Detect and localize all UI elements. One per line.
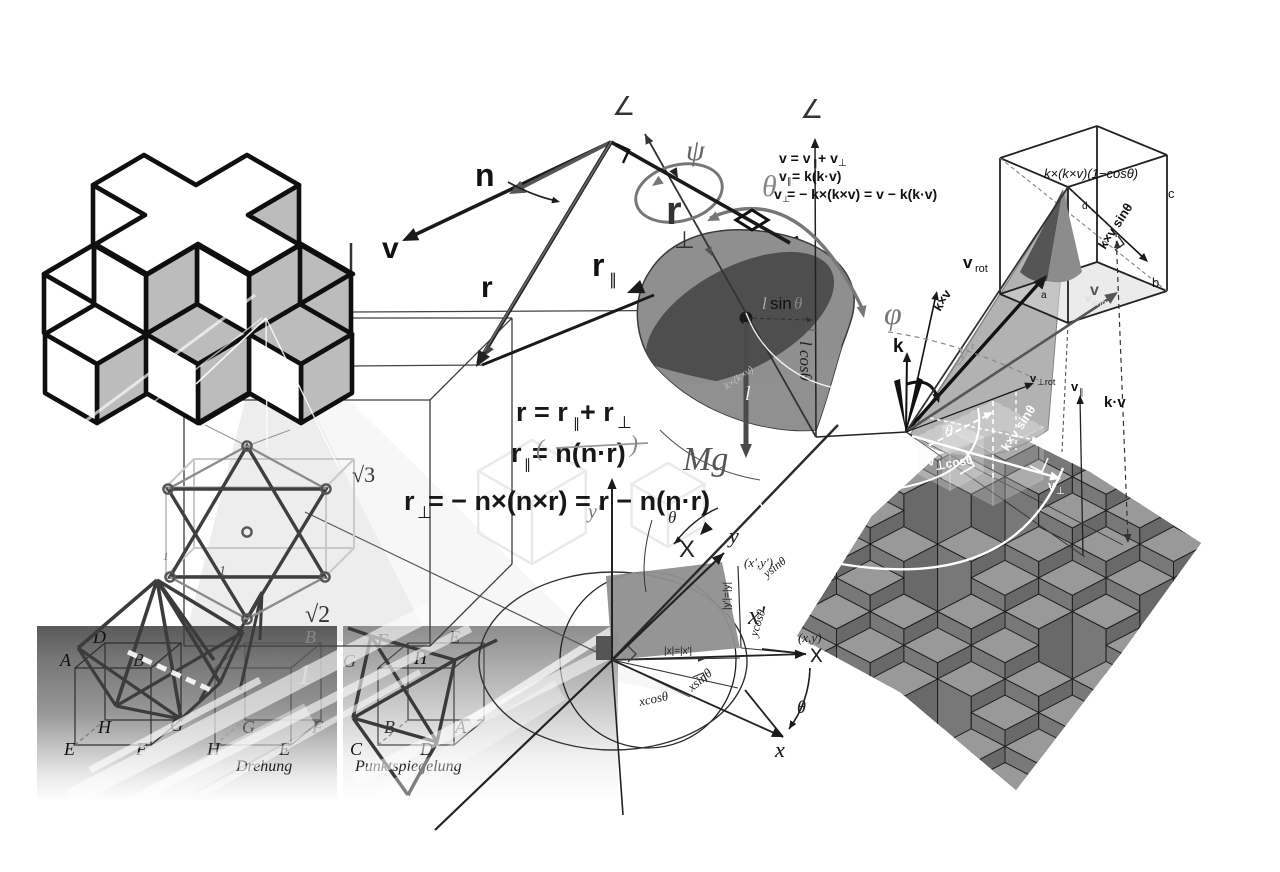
svg-text:v: v bbox=[382, 232, 399, 265]
svg-text:y: y bbox=[727, 523, 739, 548]
svg-text:∥: ∥ bbox=[787, 176, 792, 186]
svg-text:l: l bbox=[762, 294, 767, 313]
svg-text:θ: θ bbox=[794, 294, 802, 313]
svg-text:x: x bbox=[774, 737, 785, 762]
svg-text:X: X bbox=[810, 646, 823, 667]
svg-text:v: v bbox=[1090, 282, 1099, 299]
svg-text:x: x bbox=[774, 737, 785, 762]
svg-text:X: X bbox=[679, 536, 695, 563]
svg-text:v: v bbox=[1030, 373, 1037, 385]
svg-text:l cosθ: l cosθ bbox=[796, 341, 815, 381]
svg-text:d: d bbox=[1082, 201, 1088, 212]
svg-text:⊥: ⊥ bbox=[1056, 486, 1065, 497]
svg-text:n: n bbox=[475, 157, 495, 193]
svg-text:B: B bbox=[133, 650, 144, 670]
svg-text:r: r bbox=[511, 438, 522, 468]
svg-text:∥: ∥ bbox=[573, 415, 580, 431]
svg-text:|x|=|x'|: |x|=|x'| bbox=[664, 646, 692, 657]
svg-text:y': y' bbox=[956, 340, 975, 366]
svg-text:k×(k×v)(1−cosθ): k×(k×v)(1−cosθ) bbox=[1044, 166, 1138, 181]
svg-text:θ: θ bbox=[945, 423, 953, 440]
svg-text:a: a bbox=[1041, 290, 1047, 301]
svg-text:img: img bbox=[1092, 298, 1107, 308]
svg-text:θ: θ bbox=[668, 508, 676, 527]
svg-text:θ: θ bbox=[797, 697, 806, 717]
svg-text:k·v: k·v bbox=[1104, 394, 1126, 411]
svg-text:A: A bbox=[271, 651, 284, 671]
svg-text:+ v: + v bbox=[818, 150, 838, 166]
svg-text:B: B bbox=[305, 627, 316, 647]
svg-text:v = v: v = v bbox=[779, 150, 811, 166]
svg-text:H: H bbox=[97, 717, 112, 737]
svg-text:1: 1 bbox=[163, 551, 169, 563]
svg-text:v: v bbox=[779, 168, 787, 184]
svg-text:⊥cosθ: ⊥cosθ bbox=[934, 453, 973, 473]
svg-text:v: v bbox=[1085, 291, 1092, 305]
svg-text:G: G bbox=[242, 717, 255, 737]
svg-text:v: v bbox=[926, 453, 936, 469]
svg-text:X: X bbox=[810, 646, 823, 667]
svg-text:⊥: ⊥ bbox=[838, 158, 847, 169]
svg-text:sin: sin bbox=[770, 294, 792, 313]
svg-text:= − n×(n×r) = r − n(n·r): = − n×(n×r) = r − n(n·r) bbox=[428, 486, 710, 516]
svg-text:√2: √2 bbox=[305, 602, 330, 628]
svg-text:⊥: ⊥ bbox=[417, 503, 432, 522]
svg-text:(x',y'): (x',y') bbox=[744, 555, 773, 570]
svg-text:Mg: Mg bbox=[682, 441, 728, 478]
svg-text:c: c bbox=[1168, 186, 1175, 201]
svg-text:v: v bbox=[1071, 379, 1079, 394]
svg-text:∠: ∠ bbox=[612, 92, 635, 121]
svg-text:⊥rot: ⊥rot bbox=[1037, 377, 1056, 387]
svg-text:= − k×(k×v) = v − k(k·v): = − k×(k×v) = v − k(k·v) bbox=[787, 186, 937, 202]
svg-text:∥: ∥ bbox=[609, 272, 617, 289]
svg-text:l: l bbox=[745, 383, 751, 405]
svg-text:= n(n·r): = n(n·r) bbox=[532, 438, 626, 468]
svg-text:∥: ∥ bbox=[524, 456, 531, 472]
svg-text:= k(k·v): = k(k·v) bbox=[792, 168, 841, 184]
svg-text:|y'|=|y|: |y'|=|y| bbox=[722, 582, 733, 610]
svg-text:k: k bbox=[893, 336, 904, 357]
svg-text:r: r bbox=[404, 486, 415, 516]
svg-text:b: b bbox=[1152, 275, 1159, 290]
svg-text:φ: φ bbox=[884, 295, 902, 331]
svg-text:C: C bbox=[350, 739, 363, 759]
svg-text:A: A bbox=[59, 650, 72, 670]
svg-text:∠: ∠ bbox=[800, 95, 823, 124]
svg-text:∥: ∥ bbox=[813, 158, 818, 168]
svg-text:⊥: ⊥ bbox=[782, 194, 790, 204]
svg-text:(x,y): (x,y) bbox=[798, 630, 821, 645]
svg-text:(: ( bbox=[536, 436, 546, 462]
svg-text:ψ: ψ bbox=[686, 134, 706, 167]
svg-text:∥: ∥ bbox=[1079, 387, 1084, 397]
svg-text:r: r bbox=[481, 271, 493, 304]
svg-text:y': y' bbox=[586, 501, 602, 523]
svg-text:v: v bbox=[1048, 478, 1056, 493]
svg-text:rot: rot bbox=[975, 263, 988, 275]
svg-text:⊥: ⊥ bbox=[674, 227, 695, 254]
svg-text:xcosθ: xcosθ bbox=[637, 688, 671, 709]
svg-text:+ r: + r bbox=[580, 397, 614, 427]
svg-text:⊥: ⊥ bbox=[617, 413, 632, 432]
svg-text:v: v bbox=[963, 253, 973, 272]
svg-text:r: r bbox=[666, 189, 682, 233]
svg-text:r = r: r = r bbox=[516, 397, 568, 427]
svg-text:√3: √3 bbox=[352, 462, 375, 487]
svg-text:r: r bbox=[592, 247, 604, 283]
svg-text:θ: θ bbox=[762, 170, 777, 203]
svg-text:E: E bbox=[63, 739, 75, 759]
svg-text:x': x' bbox=[747, 601, 766, 630]
svg-text:v: v bbox=[774, 186, 782, 202]
svg-text:): ) bbox=[628, 432, 638, 458]
svg-text:1: 1 bbox=[219, 564, 226, 579]
